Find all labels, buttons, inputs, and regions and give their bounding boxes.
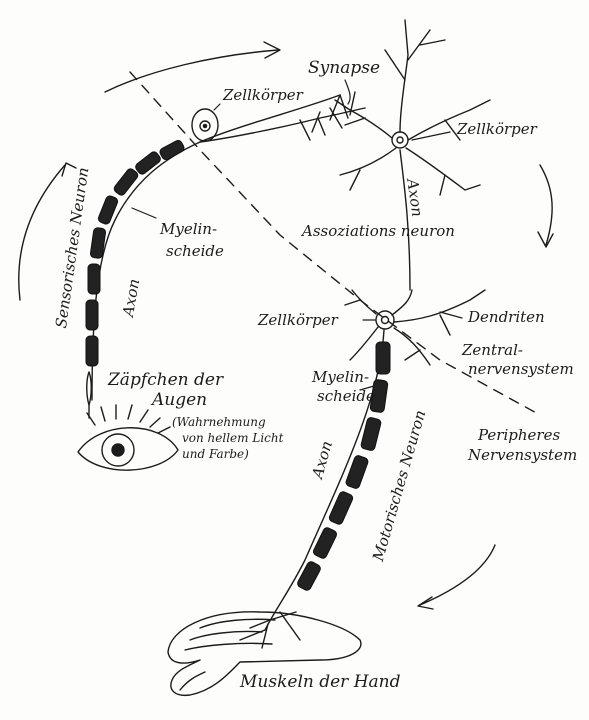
sensory-myelin-segment	[134, 150, 162, 175]
association-dendrites	[335, 20, 490, 195]
sensory-myelin-segment	[86, 336, 98, 366]
label-myelin-sheath-motor-2: scheide	[317, 389, 375, 405]
label-dendrites: Dendriten	[468, 310, 545, 326]
label-cell-body-sensory: Zellkörper	[223, 88, 303, 104]
flow-arrow-bottom	[420, 545, 495, 605]
label-hand-muscles: Muskeln der Hand	[240, 674, 401, 692]
motor-myelin-segment	[328, 491, 354, 526]
sensory-myelin-segment	[97, 195, 119, 225]
pointer-sensory-myelin	[132, 208, 156, 218]
pointer-association-cell-body	[412, 132, 450, 140]
sensory-myelin-segment	[86, 300, 98, 330]
label-pns-2: Nervensystem	[468, 448, 577, 464]
sensory-myelin-segment	[88, 264, 100, 294]
motor-myelin-segment	[376, 342, 390, 374]
sensory-myelin-segment	[113, 167, 140, 196]
label-pns-1: Peripheres	[478, 428, 560, 444]
motor-myelin-segment	[296, 560, 322, 591]
label-cell-body-motor: Zellkörper	[258, 313, 338, 329]
motor-myelin-segment	[312, 526, 338, 559]
label-cones-note-2: von hellem Licht	[182, 432, 283, 445]
pointer-sensory-cell-body	[214, 104, 220, 110]
label-cones-1: Zäpfchen der	[108, 372, 223, 390]
label-association-neuron: Assoziations neuron	[302, 224, 455, 240]
label-cns-2: nervensystem	[468, 362, 574, 378]
motor-cell-body	[376, 311, 394, 329]
label-myelin-sheath-sensory-1: Myelin-	[160, 222, 217, 238]
flow-arrow-right-head	[538, 232, 553, 247]
label-cns-1: Zentral-	[462, 343, 523, 359]
label-cell-body-association: Zellkörper	[457, 122, 537, 138]
label-cones-note-3: und Farbe)	[182, 448, 249, 461]
label-synapse: Synapse	[308, 60, 380, 78]
cone-cell	[87, 372, 92, 405]
label-myelin-sheath-motor-1: Myelin-	[312, 370, 369, 386]
eye-outline	[78, 428, 178, 470]
pointer-dendrites	[440, 312, 462, 318]
flow-arrow-right	[540, 165, 552, 245]
label-cones-2: Augen	[152, 392, 207, 410]
pointer-synapse	[345, 80, 350, 104]
association-cell-body	[392, 132, 408, 148]
label-myelin-sheath-sensory-2: scheide	[166, 244, 224, 260]
label-cones-note-1: (Wahrnehmung	[172, 416, 266, 429]
association-axon	[400, 150, 410, 290]
